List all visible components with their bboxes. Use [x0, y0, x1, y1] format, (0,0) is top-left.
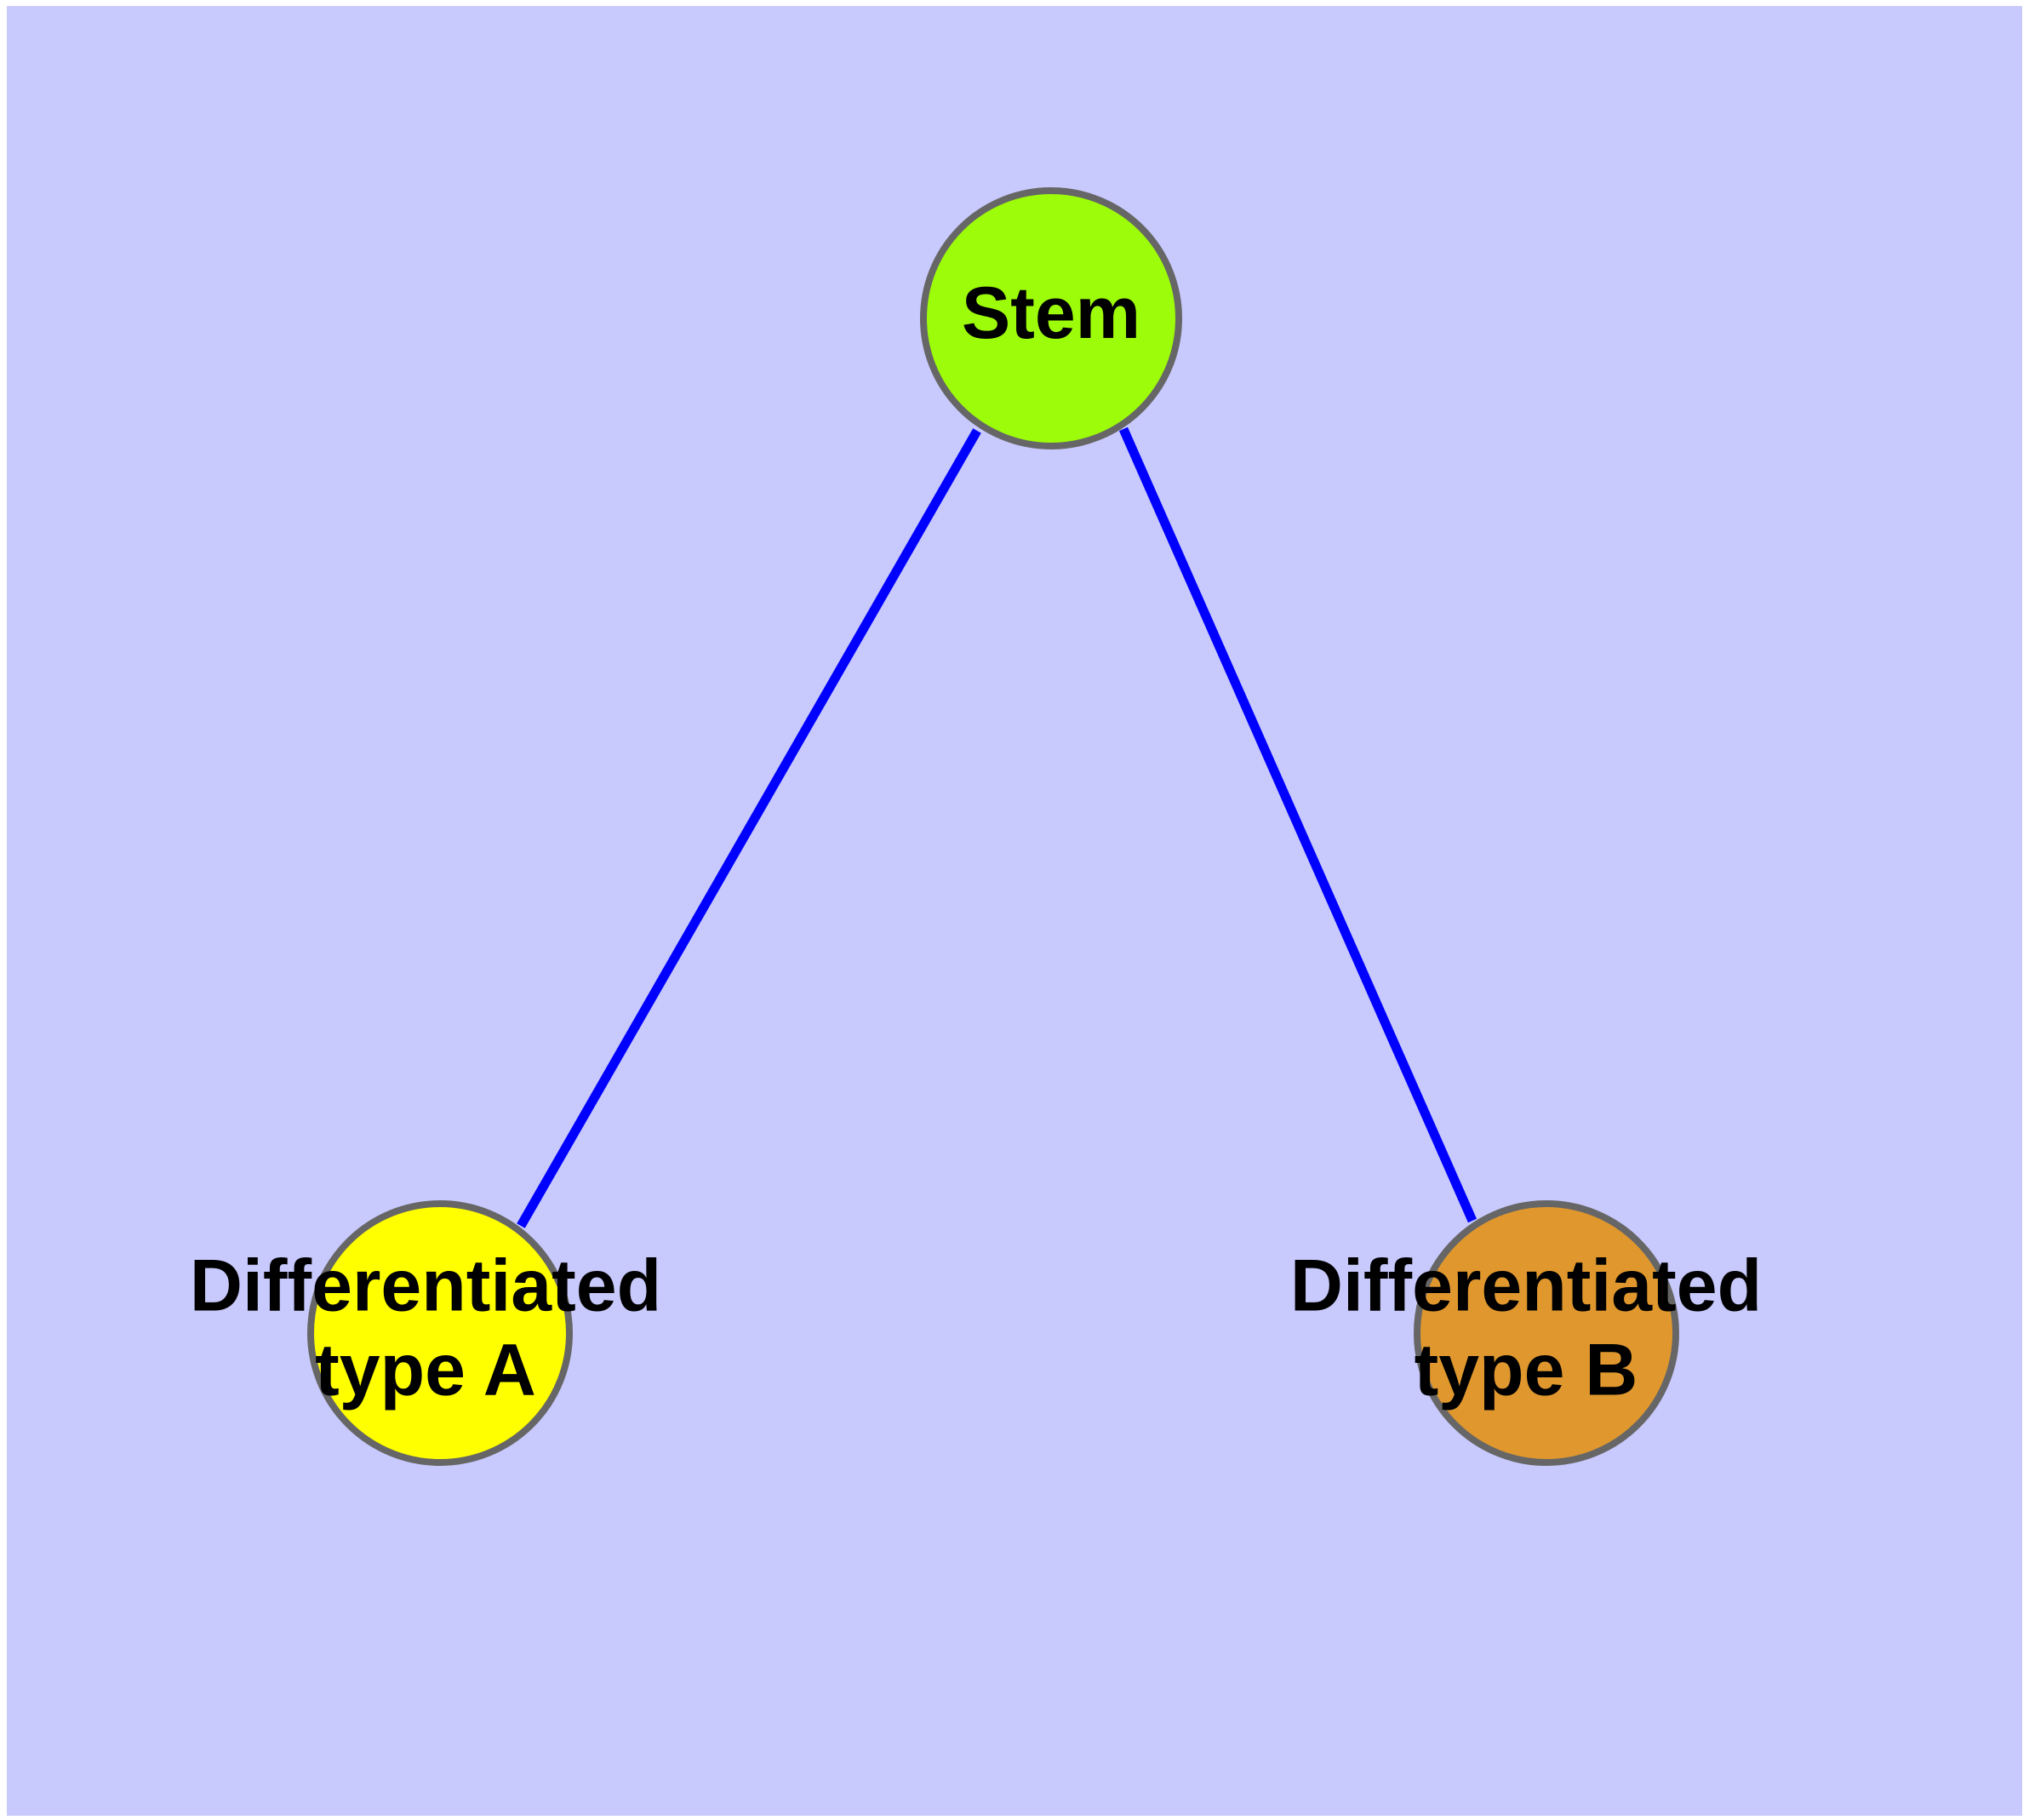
node-diff-a-circle[interactable]	[307, 1200, 573, 1466]
node-stem-circle[interactable]	[920, 187, 1182, 449]
node-differentiated-type-b[interactable]	[1414, 1200, 1679, 1466]
node-diff-b-circle[interactable]	[1414, 1200, 1679, 1466]
node-stem[interactable]	[920, 187, 1182, 449]
node-differentiated-type-a[interactable]	[307, 1200, 573, 1466]
edge-stem-to-diff-a[interactable]	[517, 428, 981, 1228]
edge-stem-to-diff-b[interactable]	[1118, 426, 1477, 1223]
edge-layer	[517, 426, 1477, 1228]
node-stem-label: Stem	[962, 272, 1140, 354]
node-layer	[307, 187, 1679, 1466]
